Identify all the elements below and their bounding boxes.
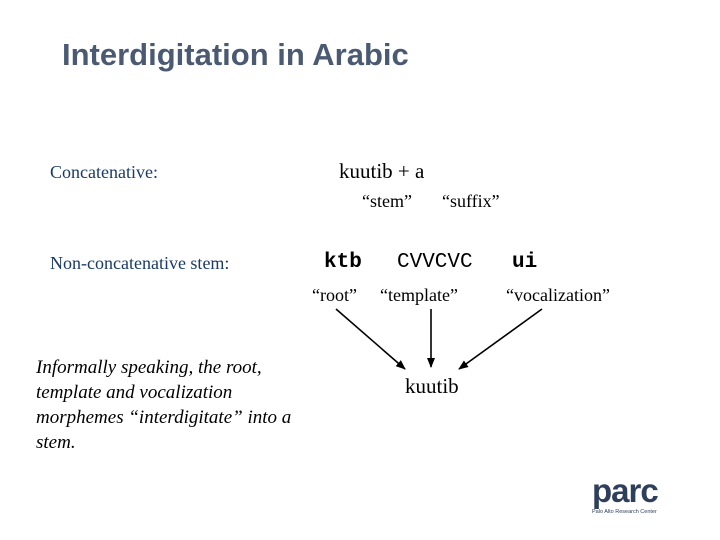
root-morpheme: ktb xyxy=(324,251,362,274)
arrow-root xyxy=(335,308,406,370)
gloss-suffix: “suffix” xyxy=(442,191,500,211)
concatenative-form: kuutib + a xyxy=(339,159,425,183)
explanation-note: Informally speaking, the root, template … xyxy=(36,357,292,453)
arrow-vocalization xyxy=(458,308,543,370)
gloss-template: “template” xyxy=(380,285,458,305)
vocalization-morpheme: ui xyxy=(512,251,538,274)
parc-logo-tagline: Palo Alto Research Center xyxy=(592,509,657,515)
result-stem: kuutib xyxy=(405,374,459,398)
slide-title: Interdigitation in Arabic xyxy=(62,37,409,72)
template-morpheme: CVVCVC xyxy=(397,251,473,274)
parc-logo: parc Palo Alto Research Center xyxy=(592,474,692,520)
gloss-root: “root” xyxy=(312,285,357,305)
nonconcatenative-label: Non-concatenative stem: xyxy=(50,253,230,273)
concatenative-label: Concatenative: xyxy=(50,162,158,182)
parc-logo-word: parc xyxy=(592,472,659,509)
gloss-vocalization: “vocalization” xyxy=(506,285,610,305)
gloss-stem: “stem” xyxy=(362,191,412,211)
